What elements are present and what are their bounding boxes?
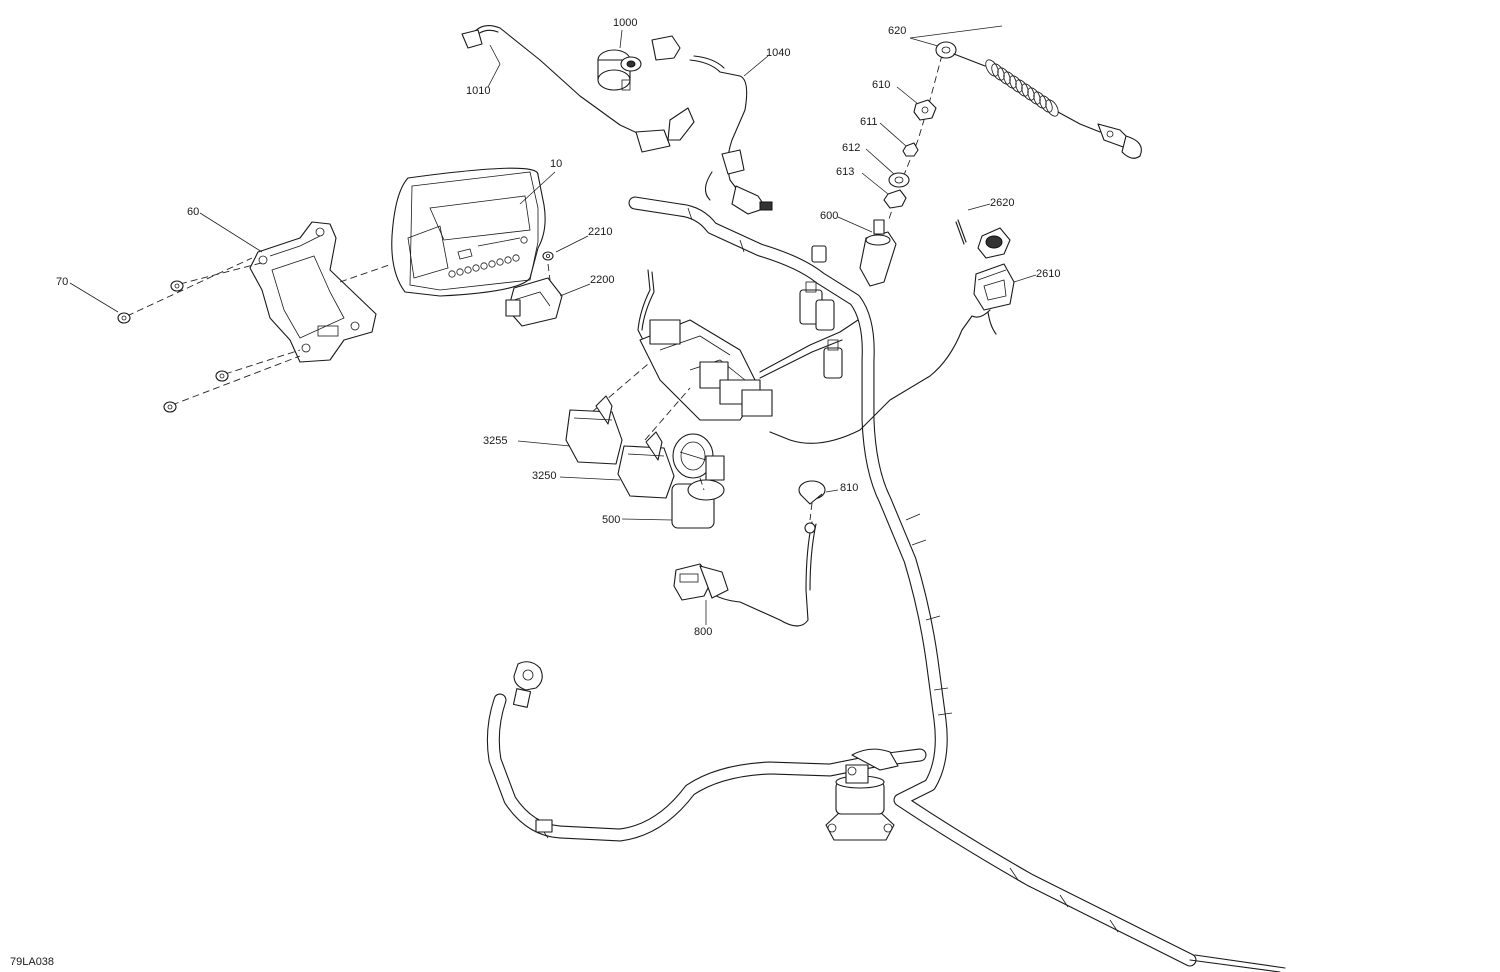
label-800: 800 xyxy=(694,626,712,638)
part-numbers: 10 60 70 500 600 610 611 612 613 620 800… xyxy=(10,17,1060,968)
label-612: 612 xyxy=(842,142,860,154)
label-2200: 2200 xyxy=(590,274,614,286)
label-613: 613 xyxy=(836,166,854,178)
rocker-switch xyxy=(565,363,691,499)
switch-module xyxy=(769,263,1015,444)
label-2210: 2210 xyxy=(588,226,612,238)
label-611: 611 xyxy=(860,116,878,128)
power-outlet xyxy=(597,49,642,91)
push-nut xyxy=(542,251,554,261)
label-1010: 1010 xyxy=(466,85,490,97)
connector xyxy=(505,251,563,327)
cap xyxy=(798,480,826,521)
ignition-switch xyxy=(671,433,725,529)
nut xyxy=(913,99,937,121)
screw xyxy=(117,257,393,413)
sensor-harness xyxy=(673,521,817,627)
label-600: 600 xyxy=(820,210,838,222)
label-60: 60 xyxy=(187,206,199,218)
outlet-wire xyxy=(651,35,773,215)
label-810: 810 xyxy=(840,482,858,494)
main-harness xyxy=(486,196,1286,972)
gauge xyxy=(391,167,546,297)
label-2610: 2610 xyxy=(1036,268,1060,280)
leaders xyxy=(69,25,1037,625)
nut-small xyxy=(902,142,919,157)
washer xyxy=(888,172,910,188)
gauge-support xyxy=(249,221,377,363)
harness-connectors xyxy=(759,245,859,379)
label-70: 70 xyxy=(56,276,68,288)
label-2620: 2620 xyxy=(990,197,1014,209)
solenoid-relay xyxy=(825,748,899,841)
switch-bracket xyxy=(639,319,773,421)
label-3250: 3250 xyxy=(532,470,556,482)
label-1040: 1040 xyxy=(766,47,790,59)
label-3255: 3255 xyxy=(483,435,507,447)
switch-button xyxy=(955,219,1011,259)
label-10: 10 xyxy=(550,158,562,170)
lock-nut xyxy=(883,189,907,209)
label-620: 620 xyxy=(888,25,906,37)
label-1000: 1000 xyxy=(613,17,637,29)
tether-cord xyxy=(935,41,1142,159)
drawing-code: 79LA038 xyxy=(10,956,54,968)
label-610: 610 xyxy=(872,79,890,91)
ring-terminal xyxy=(512,661,543,708)
outlet-harness xyxy=(461,25,695,153)
label-500: 500 xyxy=(602,514,620,526)
